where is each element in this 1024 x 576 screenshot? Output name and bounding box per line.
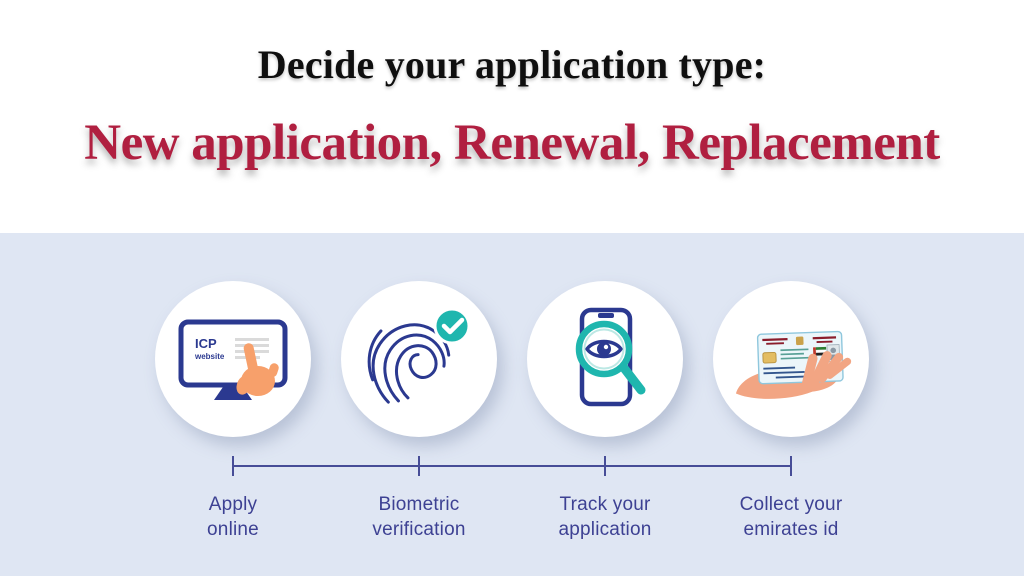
step-circle-track <box>527 281 683 437</box>
labels-row: Apply online Biometric verification Trac… <box>140 492 884 542</box>
screen-text-website: website <box>194 352 225 361</box>
fingerprint-check-icon <box>367 307 471 404</box>
page-subtitle: New application, Renewal, Replacement <box>84 115 940 171</box>
process-section: ICP website <box>0 233 1024 576</box>
check-badge-icon <box>433 307 471 345</box>
step-label-biometric: Biometric verification <box>372 494 466 541</box>
timeline-tick-1 <box>232 456 234 476</box>
step-label-collect: Collect your emirates id <box>739 494 843 541</box>
eye-icon <box>585 339 623 359</box>
steps-row: ICP website <box>140 281 884 437</box>
card-emblem <box>795 336 804 346</box>
timeline-tick-2 <box>418 456 420 476</box>
hand-id-card-icon <box>735 330 852 399</box>
hand-fingers <box>801 351 852 389</box>
hero-section: Decide your application type: New applic… <box>0 0 1024 233</box>
process-timeline <box>140 456 884 476</box>
step-circle-collect <box>713 281 869 437</box>
screen-text-icp: ICP <box>195 336 217 351</box>
step-label-track: Track your application <box>558 494 652 541</box>
card-chip <box>762 351 777 364</box>
timeline-line <box>233 465 791 467</box>
page-title: Decide your application type: <box>257 42 767 87</box>
step-circle-apply-online: ICP website <box>155 281 311 437</box>
phone-magnifier-eye-icon <box>575 307 646 407</box>
step-label-apply-online: Apply online <box>207 494 259 541</box>
step-circle-biometric <box>341 281 497 437</box>
timeline-tick-4 <box>790 456 792 476</box>
timeline-tick-3 <box>604 456 606 476</box>
cursor-hand-icon <box>236 343 279 396</box>
monitor-cursor-icon: ICP website <box>178 319 288 400</box>
